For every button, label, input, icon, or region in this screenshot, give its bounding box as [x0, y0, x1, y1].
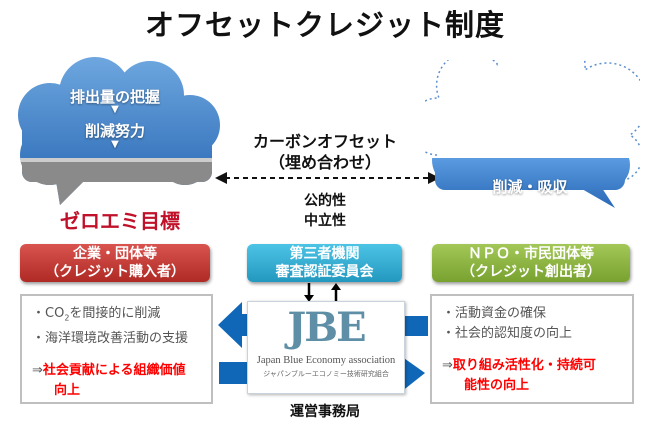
buyer-line2: （クレジット購入者） — [45, 264, 185, 280]
secretariat-label: 運営事務局 — [290, 404, 360, 420]
page-title: オフセットクレジット制度 — [144, 8, 505, 42]
down-arrow-icon: ▼ — [111, 139, 119, 150]
creator-benefits-box: ・活動資金の確保 ・社会的認知度の向上 ⇒取り組み活性化・持続可 能性の向上 — [430, 294, 634, 404]
buyer-result-cont: 向上 — [54, 382, 81, 398]
creator-result: ⇒取り組み活性化・持続可 — [442, 358, 596, 373]
buyer-benefits-box: ・CO2を間接的に削減 ・海洋環境改善活動の支援 ⇒社会貢献による組織価値 向上 — [20, 294, 213, 404]
creator-benefit-2: ・社会的認知度の向上 — [442, 326, 573, 341]
offset-sublabel: （埋め合わせ） — [268, 153, 381, 172]
exchange-arrows-icon — [304, 283, 341, 303]
creator-box: ＮＰＯ・市民団体等 （クレジット創出者） — [432, 244, 630, 282]
creator-line1: ＮＰＯ・市民団体等 — [468, 246, 594, 262]
jbe-name-ja: ジャパンブルーエコノミー技術研究組合 — [263, 370, 389, 378]
buyer-result: ⇒社会貢献による組織価値 — [32, 362, 186, 378]
offset-label: カーボンオフセット — [252, 132, 397, 151]
third-party-box: 第三者機関 審査認証委員会 — [247, 244, 402, 282]
left-cloud-shape — [18, 57, 220, 205]
creator-line2: （クレジット創出者） — [461, 264, 601, 280]
jbe-logo: JBE Japan Blue Economy association ジャパンブ… — [247, 301, 405, 394]
third-party-line1: 第三者機関 — [289, 246, 360, 262]
public-label: 公的性 — [304, 193, 346, 209]
buyer-benefit-2: ・海洋環境改善活動の支援 — [32, 330, 189, 346]
right-cloud-label: 削減・吸収 — [492, 178, 568, 196]
right-cloud-shape — [425, 60, 640, 208]
buyer-benefit-1: ・CO2を間接的に削減 — [32, 306, 161, 323]
buyer-line1: 企業・団体等 — [73, 246, 157, 262]
left-cloud-line1: 排出量の把握 — [69, 88, 160, 106]
double-dashed-arrow-icon — [215, 172, 440, 184]
neutral-label: 中立性 — [304, 213, 346, 229]
creator-benefit-1: ・活動資金の確保 — [442, 306, 547, 321]
buyer-box: 企業・団体等 （クレジット購入者） — [20, 244, 210, 282]
left-cloud-line2: 削減努力 — [84, 122, 145, 140]
third-party-line2: 審査認証委員会 — [275, 264, 374, 280]
creator-result-cont: 能性の向上 — [464, 378, 530, 393]
down-arrow-icon: ▼ — [111, 104, 119, 115]
goal-label: ゼロエミ目標 — [60, 209, 180, 233]
jbe-logo-mark: JBE — [287, 304, 366, 351]
jbe-name-en: Japan Blue Economy association — [256, 355, 396, 366]
